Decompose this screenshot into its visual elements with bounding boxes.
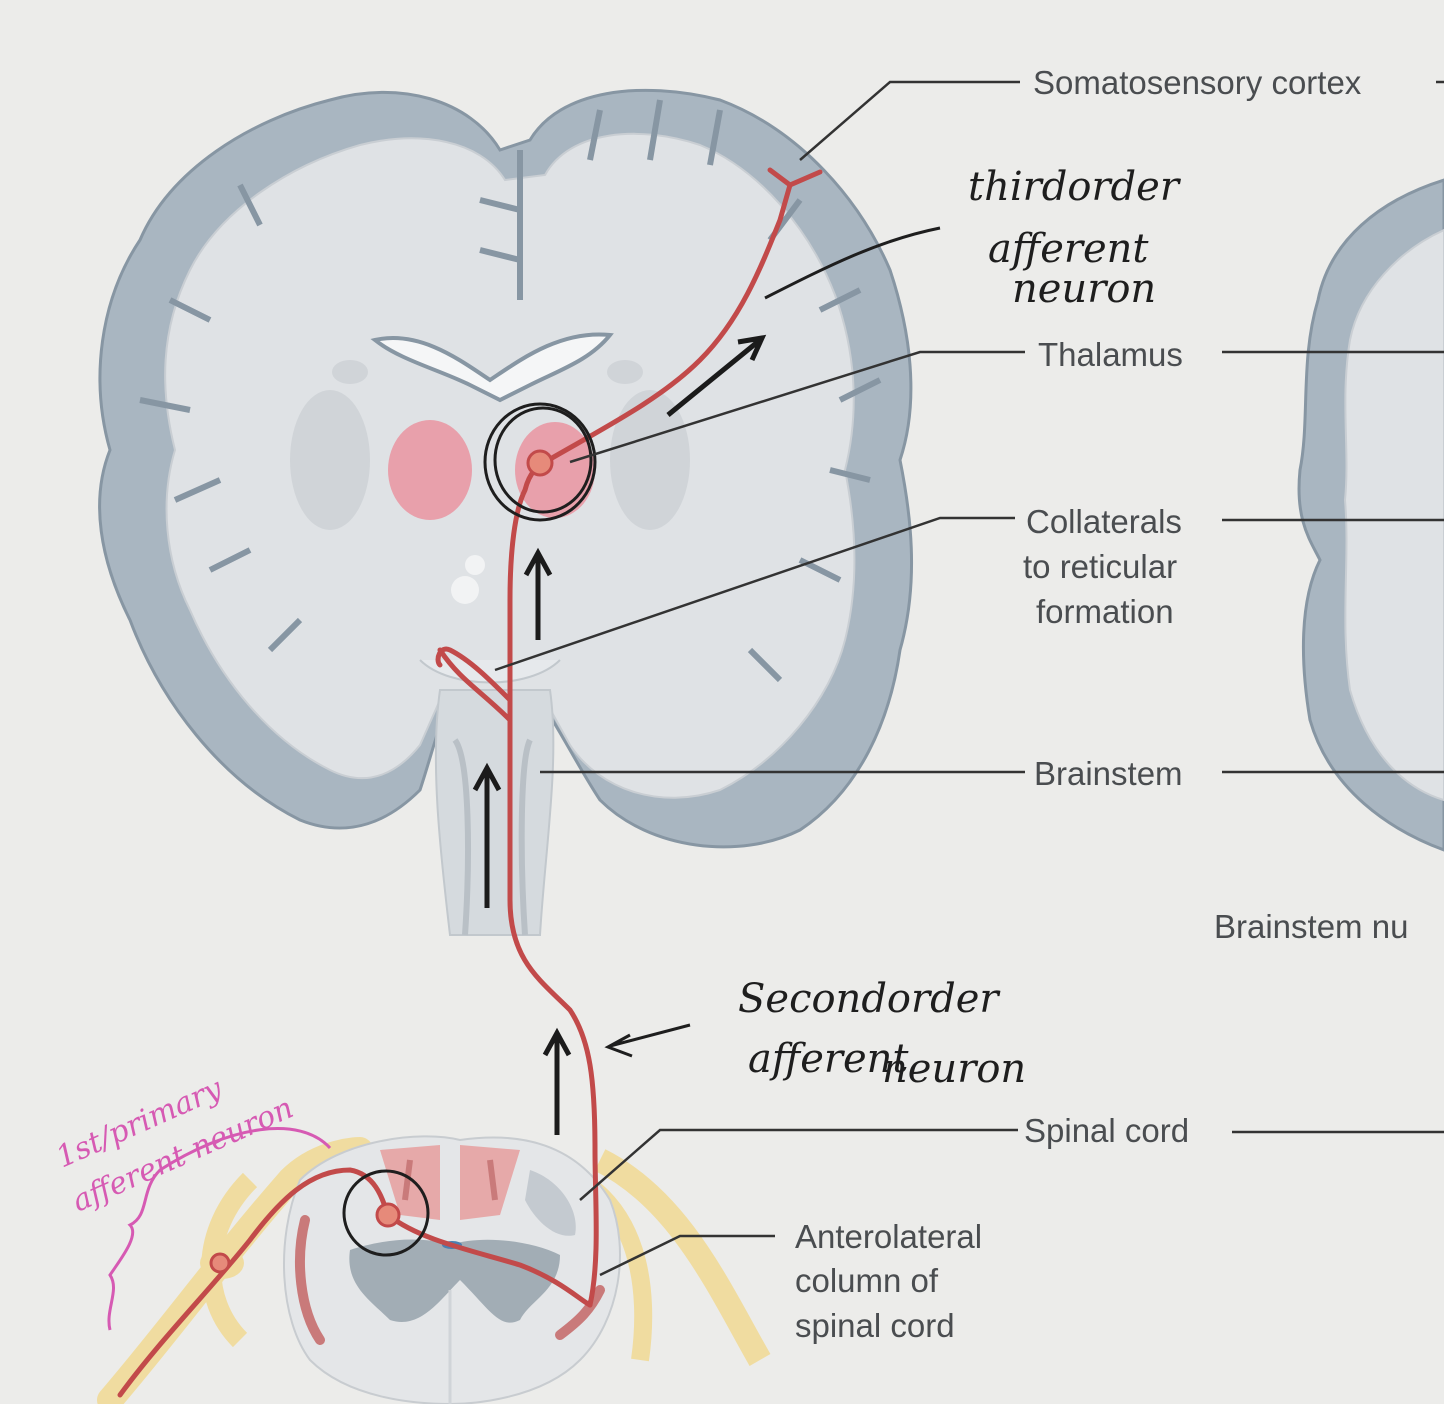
note-third-order-3: neuron [1012, 266, 1156, 312]
right-brain-partial [1297, 178, 1444, 852]
spinal-cord-section [97, 1135, 771, 1404]
neural-pathway [117, 167, 823, 1398]
thalamus-right [515, 422, 595, 518]
label-anterolateral-1: Anterolateral [795, 1218, 982, 1255]
label-collaterals-3: formation [1036, 593, 1174, 630]
brain-coronal-section [98, 88, 914, 936]
label-collaterals-2: to reticular [1023, 548, 1177, 585]
printed-labels: Somatosensory cortex Thalamus Collateral… [795, 64, 1408, 1344]
thalamus-left [388, 420, 472, 520]
note-second-order-2: afferent [748, 1036, 909, 1082]
note-third-order-2: afferent [988, 226, 1149, 272]
note-second-order-3: neuron [882, 1046, 1026, 1092]
label-collaterals-1: Collaterals [1026, 503, 1182, 540]
leader-lines [494, 80, 1444, 1277]
brainstem-shape [434, 689, 555, 936]
label-brainstem: Brainstem [1034, 755, 1183, 792]
third-order-cell-body [526, 449, 554, 477]
thalamus-ink-circle [483, 402, 597, 522]
note-third-order-1: thirdorder [968, 164, 1182, 210]
first-order-cell-body [209, 1252, 231, 1274]
label-brainstem-nuclei: Brainstem nu [1214, 908, 1408, 945]
label-anterolateral-3: spinal cord [795, 1307, 955, 1344]
label-somatosensory-cortex: Somatosensory cortex [1033, 64, 1362, 101]
label-spinal-cord: Spinal cord [1024, 1112, 1189, 1149]
hand-annotations [107, 226, 941, 1331]
direction-arrows [472, 334, 767, 1135]
handwritten-labels: thirdorder afferent neuron Secondorder a… [51, 164, 1182, 1219]
dorsal-horn-ink-circle [342, 1169, 430, 1257]
note-second-order-1: Secondorder [738, 976, 1001, 1022]
label-anterolateral-2: column of [795, 1262, 939, 1299]
second-order-cell-body [375, 1202, 401, 1228]
label-thalamus: Thalamus [1038, 336, 1183, 373]
